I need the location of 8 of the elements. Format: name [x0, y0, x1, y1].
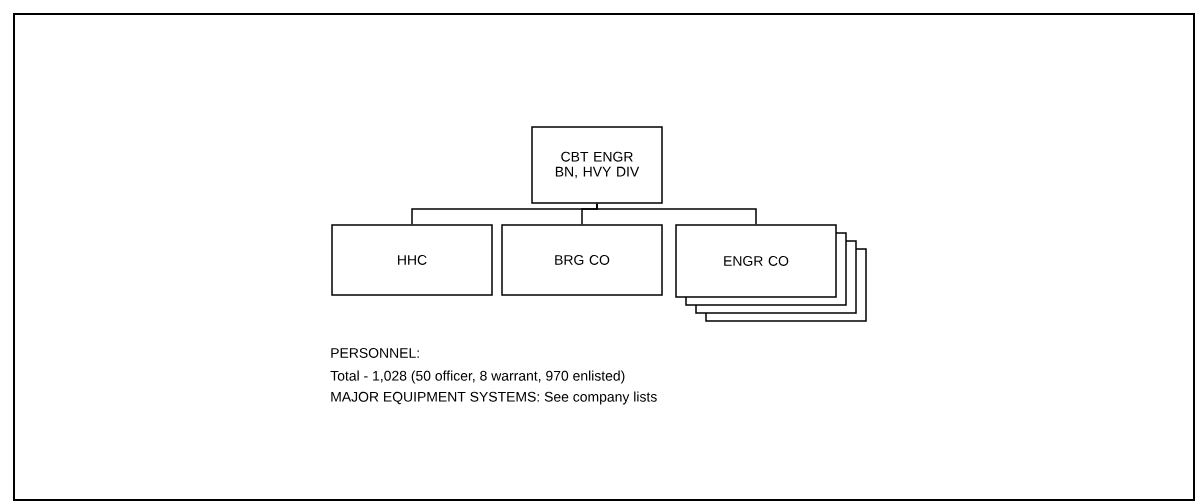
note-text: Total - 1,028 (50 officer, 8 warrant, 970 enlisted): [330, 370, 625, 384]
unit-box: BRG CO: [501, 224, 663, 296]
stacked-unit-box: ENGR CO: [675, 224, 867, 322]
unit-box: CBT ENGR BN, HVY DIV: [531, 126, 663, 204]
unit-box: HHC: [331, 224, 493, 296]
note-text: MAJOR EQUIPMENT SYSTEMS: See company lists: [331, 391, 657, 405]
note-text: PERSONNEL:: [331, 348, 419, 358]
connector-line: [596, 203, 757, 225]
